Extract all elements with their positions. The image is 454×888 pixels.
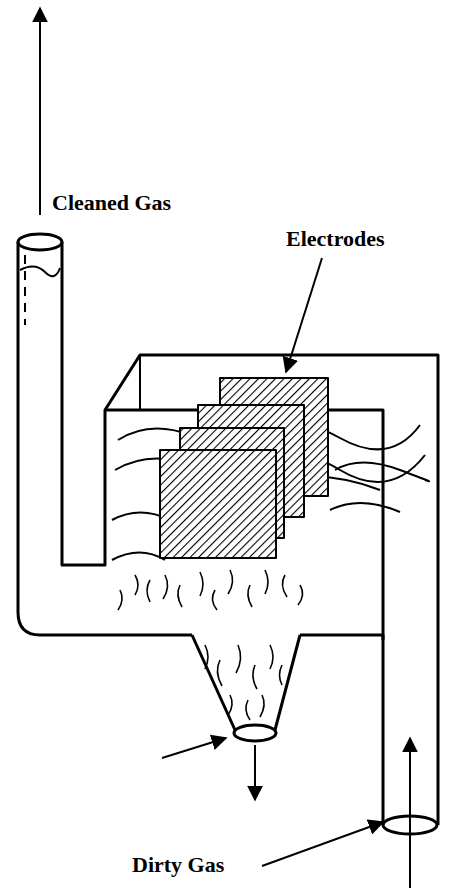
- pipe-opening: [18, 234, 62, 250]
- outlet-label: Cleaned Gas: [50, 190, 173, 215]
- hopper-outlet: [234, 725, 276, 741]
- gas-wave: [20, 266, 60, 276]
- leader-arrow: [286, 258, 322, 372]
- gas-flow-lines: [112, 422, 429, 560]
- dust-particles: [118, 570, 303, 720]
- flow-arrow: [254, 745, 256, 800]
- pipe-dash: [24, 255, 26, 325]
- flow-arrow: [39, 8, 41, 215]
- leader-arrow: [262, 822, 383, 866]
- inlet-label: Dirty Gas: [130, 852, 226, 877]
- housing-outline: [300, 635, 383, 825]
- flow-arrow: [409, 738, 411, 888]
- leader-arrow: [162, 738, 226, 758]
- housing-edge: [139, 355, 141, 410]
- electrode-label: Electrodes: [284, 226, 387, 251]
- housing-outline: [62, 242, 438, 825]
- hopper-outline: [192, 635, 300, 730]
- electrode-plate: [160, 378, 328, 558]
- housing-outline: [105, 410, 383, 640]
